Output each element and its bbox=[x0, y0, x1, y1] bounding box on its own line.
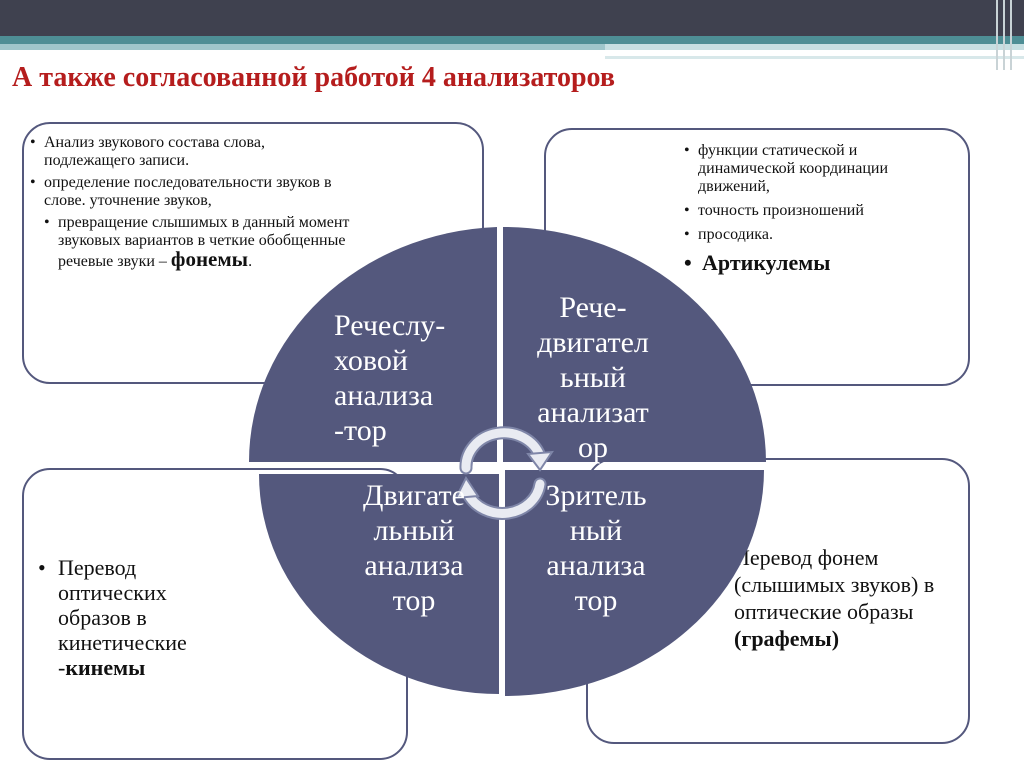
list-item: точность произношений bbox=[684, 202, 954, 220]
list-item: Перевод оптических образов в кинетически… bbox=[38, 555, 238, 680]
phonemes-term: фонемы bbox=[170, 247, 249, 271]
motor-analyzer-label: Двигате льный анализа тор bbox=[363, 479, 465, 617]
bottom-right-text: Перевод фонем (слышимых звуков) в оптиче… bbox=[734, 544, 944, 652]
top-left-list: Анализ звукового состава слова, подлежащ… bbox=[30, 134, 350, 275]
list-item: превращение слышимых в данный момент зву… bbox=[44, 214, 350, 271]
list-item: Анализ звукового состава слова, подлежащ… bbox=[30, 134, 350, 170]
quadrant-top-left bbox=[248, 227, 497, 462]
header-stripe bbox=[0, 36, 1024, 44]
list-item-tail: . bbox=[248, 253, 253, 270]
bottom-left-list: Перевод оптических образов в кинетически… bbox=[38, 555, 238, 680]
list-item-text: Перевод оптических образов в кинетически… bbox=[58, 555, 187, 680]
quadrant-top-right bbox=[503, 227, 766, 462]
slide-title: А также согласованной работой 4 анализат… bbox=[12, 62, 615, 93]
top-right-list: функции статической и динамической коорд… bbox=[684, 142, 954, 282]
list-item: просодика. bbox=[684, 226, 954, 244]
list-item-text: Перевод фонем (слышимых звуков) в оптиче… bbox=[734, 545, 935, 624]
articulemes-term: Артикулемы bbox=[684, 250, 954, 276]
quadrant-bottom-right bbox=[505, 470, 764, 696]
kinemes-term: кинемы bbox=[65, 655, 146, 680]
visual-analyzer-label: Зритель ный анализа тор bbox=[545, 479, 647, 617]
cycle-arrows-icon bbox=[454, 426, 554, 520]
header-stripe bbox=[0, 44, 605, 50]
quadrant-bottom-left bbox=[259, 474, 499, 694]
slide-header-bar bbox=[0, 0, 1024, 36]
header-stripe bbox=[605, 44, 1024, 50]
auditory-analyzer-label: Речеслу- ховой анализа -тор bbox=[334, 309, 446, 447]
list-item-text: превращение слышимых в данный момент зву… bbox=[58, 214, 350, 270]
header-stripe bbox=[605, 56, 1024, 59]
header-decor-lines bbox=[994, 0, 1016, 70]
list-item: функции статической и динамической коорд… bbox=[684, 142, 954, 196]
list-item: определение последовательности звуков в … bbox=[30, 174, 350, 210]
graphemes-term: (графемы) bbox=[734, 626, 840, 651]
speech-motor-analyzer-label: Рече- двигател ьный анализат ор bbox=[537, 291, 649, 464]
